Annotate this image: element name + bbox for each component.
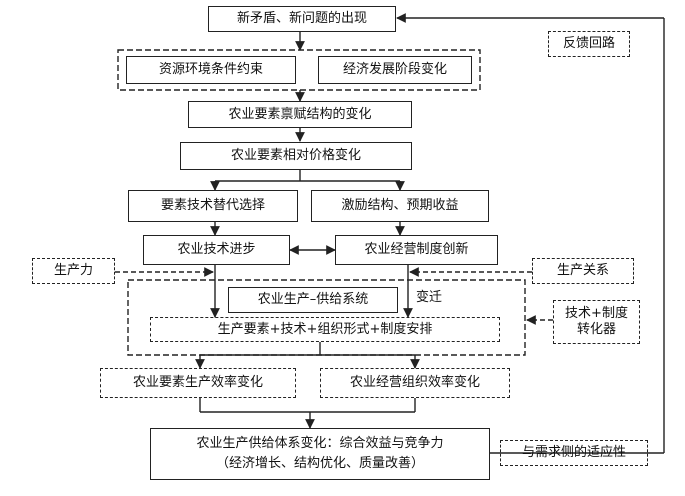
node-new-problems: 新矛盾、新问题的出现 bbox=[208, 6, 396, 32]
node-elements-mix-label: 生产要素+技术+组织形式+制度安排 bbox=[217, 321, 433, 337]
label-transition: 变迁 bbox=[416, 290, 443, 305]
node-tech-substitution-label: 要素技术替代选择 bbox=[160, 198, 265, 213]
node-feedback-loop: 反馈回路 bbox=[548, 31, 630, 57]
node-outcome-line1: 农业生产供给体系变化：综合效益与竞争力 bbox=[196, 436, 444, 451]
node-factor-efficiency-label: 农业要素生产效率变化 bbox=[132, 375, 263, 390]
node-institution-innovation: 农业经营制度创新 bbox=[335, 235, 498, 265]
node-demand-adaptation: 与需求侧的适应性 bbox=[500, 440, 648, 466]
node-converter-line1: 技术+制度 bbox=[565, 306, 628, 321]
drivers-group bbox=[117, 49, 481, 91]
node-org-efficiency: 农业经营组织效率变化 bbox=[320, 368, 510, 398]
node-tech-substitution: 要素技术替代选择 bbox=[128, 190, 298, 222]
node-converter-line2: 转化器 bbox=[576, 322, 616, 337]
node-production-relations: 生产关系 bbox=[532, 258, 634, 284]
node-supply-system-label: 农业生产–供给系统 bbox=[257, 292, 369, 307]
node-tech-progress: 农业技术进步 bbox=[143, 235, 290, 265]
node-outcome: 农业生产供给体系变化：综合效益与竞争力 （经济增长、结构优化、质量改善） bbox=[150, 428, 490, 480]
node-relative-price: 农业要素相对价格变化 bbox=[180, 142, 412, 170]
node-org-efficiency-label: 农业经营组织效率变化 bbox=[349, 375, 480, 390]
node-feedback-loop-label: 反馈回路 bbox=[562, 36, 615, 51]
supply-system-container bbox=[127, 279, 526, 356]
node-tech-progress-label: 农业技术进步 bbox=[177, 242, 256, 257]
node-converter: 技术+制度 转化器 bbox=[553, 300, 640, 344]
node-economic-stage-label: 经济发展阶段变化 bbox=[342, 62, 447, 77]
node-production-relations-label: 生产关系 bbox=[556, 263, 609, 278]
node-endowment-change: 农业要素禀赋结构的变化 bbox=[188, 101, 412, 128]
node-new-problems-label: 新矛盾、新问题的出现 bbox=[236, 11, 367, 26]
node-productivity: 生产力 bbox=[32, 258, 115, 284]
node-demand-adaptation-label: 与需求侧的适应性 bbox=[521, 445, 626, 460]
node-incentive: 激励结构、预期收益 bbox=[311, 190, 489, 222]
node-outcome-line2: （经济增长、结构优化、质量改善） bbox=[215, 456, 424, 471]
node-incentive-label: 激励结构、预期收益 bbox=[341, 198, 459, 213]
node-relative-price-label: 农业要素相对价格变化 bbox=[230, 148, 361, 163]
node-economic-stage: 经济发展阶段变化 bbox=[318, 56, 472, 84]
node-institution-innovation-label: 农业经营制度创新 bbox=[364, 242, 469, 257]
node-resource-constraint: 资源环境条件约束 bbox=[126, 56, 296, 84]
node-resource-constraint-label: 资源环境条件约束 bbox=[158, 62, 263, 77]
node-supply-system: 农业生产–供给系统 bbox=[228, 287, 398, 313]
node-factor-efficiency: 农业要素生产效率变化 bbox=[100, 368, 296, 398]
node-endowment-change-label: 农业要素禀赋结构的变化 bbox=[228, 106, 372, 122]
node-elements-mix: 生产要素+技术+组织形式+制度安排 bbox=[150, 317, 500, 342]
node-productivity-label: 生产力 bbox=[53, 263, 93, 278]
